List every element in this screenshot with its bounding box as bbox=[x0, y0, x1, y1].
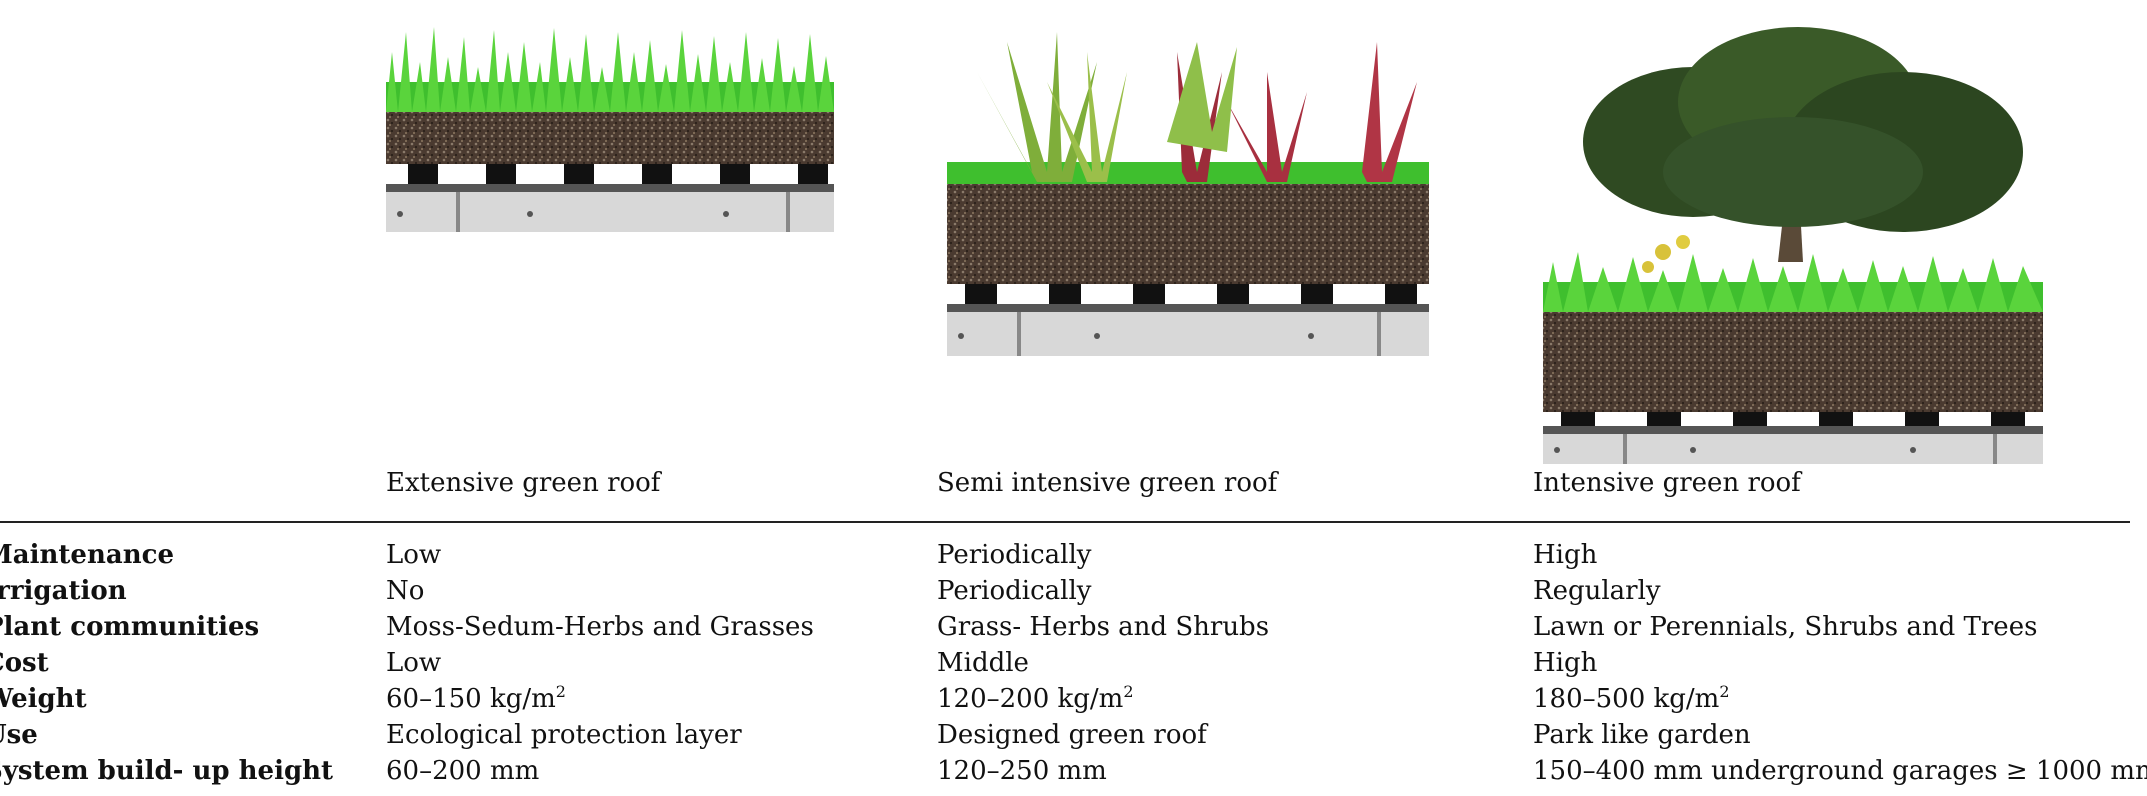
cell-extensive: Moss-Sedum-Herbs and Grasses bbox=[386, 612, 814, 642]
soil-layer bbox=[1543, 312, 2043, 412]
drainage-layer bbox=[947, 284, 1429, 304]
cell-intensive: Park like garden bbox=[1533, 720, 1751, 750]
weight-value: 60–150 kg/m bbox=[386, 684, 556, 714]
extensive-roof-illustration bbox=[386, 27, 834, 232]
cell-intensive: 180–500 kg/m2 bbox=[1533, 681, 1730, 717]
membrane-layer bbox=[386, 184, 834, 192]
tree bbox=[1583, 27, 2023, 262]
row-label: Plant communities bbox=[0, 612, 260, 642]
weight-value: 180–500 kg/m bbox=[1533, 684, 1720, 714]
table-row: System build- up height 60–200 mm 120–25… bbox=[0, 753, 2147, 789]
cell-intensive: Regularly bbox=[1533, 576, 1661, 606]
cell-intensive: 150–400 mm underground garages ≥ 1000 mm bbox=[1533, 756, 2147, 786]
cell-semi-intensive: Grass- Herbs and Shrubs bbox=[937, 612, 1270, 642]
table-row: Maintenance Low Periodically High bbox=[0, 537, 2147, 573]
caption-extensive: Extensive green roof bbox=[386, 468, 661, 498]
cell-extensive: No bbox=[386, 576, 425, 606]
membrane-layer bbox=[947, 304, 1429, 312]
table-row: Cost Low Middle High bbox=[0, 645, 2147, 681]
row-label: Maintenance bbox=[0, 540, 174, 570]
cell-semi-intensive: 120–250 mm bbox=[937, 756, 1107, 786]
row-label: System build- up height bbox=[0, 756, 334, 786]
table-row: Irrigation No Periodically Regularly bbox=[0, 573, 2147, 609]
shrubs bbox=[1642, 235, 1690, 273]
drainage-layer bbox=[1543, 412, 2043, 426]
grass-layer bbox=[1543, 252, 2043, 312]
row-label: Use bbox=[0, 720, 38, 750]
table-row: Weight 60–150 kg/m2 120–200 kg/m2 180–50… bbox=[0, 681, 2147, 717]
cell-extensive: Ecological protection layer bbox=[386, 720, 742, 750]
comparison-table: Maintenance Low Periodically High Irriga… bbox=[0, 537, 2147, 789]
cell-semi-intensive: 120–200 kg/m2 bbox=[937, 681, 1134, 717]
drainage-layer bbox=[386, 164, 834, 184]
row-label: Cost bbox=[0, 648, 49, 678]
cell-intensive: Lawn or Perennials, Shrubs and Trees bbox=[1533, 612, 2038, 642]
semi-intensive-roof-illustration bbox=[947, 32, 1429, 356]
unit-exponent: 2 bbox=[1123, 682, 1134, 701]
table-row: Plant communities Moss-Sedum-Herbs and G… bbox=[0, 609, 2147, 645]
row-label: Irrigation bbox=[0, 576, 127, 606]
soil-layer bbox=[386, 112, 834, 164]
cell-extensive: 60–200 mm bbox=[386, 756, 540, 786]
table-rule bbox=[0, 521, 2130, 523]
row-label: Weight bbox=[0, 684, 87, 714]
grass-layer bbox=[386, 27, 834, 112]
caption-semi-intensive: Semi intensive green roof bbox=[937, 468, 1278, 498]
membrane-layer bbox=[1543, 426, 2043, 434]
cell-semi-intensive: Periodically bbox=[937, 576, 1092, 606]
cell-intensive: High bbox=[1533, 540, 1598, 570]
table-row: Use Ecological protection layer Designed… bbox=[0, 717, 2147, 753]
cell-extensive: Low bbox=[386, 648, 442, 678]
soil-layer bbox=[947, 184, 1429, 284]
slab-layer bbox=[386, 192, 834, 232]
intensive-roof-illustration bbox=[1543, 27, 2043, 464]
slab-layer bbox=[1543, 434, 2043, 464]
cell-semi-intensive: Middle bbox=[937, 648, 1029, 678]
slab-layer bbox=[947, 312, 1429, 356]
plant-layer bbox=[947, 32, 1429, 184]
cell-intensive: High bbox=[1533, 648, 1598, 678]
unit-exponent: 2 bbox=[1719, 682, 1730, 701]
weight-value: 120–200 kg/m bbox=[937, 684, 1124, 714]
cell-extensive: Low bbox=[386, 540, 442, 570]
caption-intensive: Intensive green roof bbox=[1533, 468, 1801, 498]
cell-semi-intensive: Designed green roof bbox=[937, 720, 1207, 750]
cell-extensive: 60–150 kg/m2 bbox=[386, 681, 566, 717]
unit-exponent: 2 bbox=[555, 682, 566, 701]
cell-semi-intensive: Periodically bbox=[937, 540, 1092, 570]
